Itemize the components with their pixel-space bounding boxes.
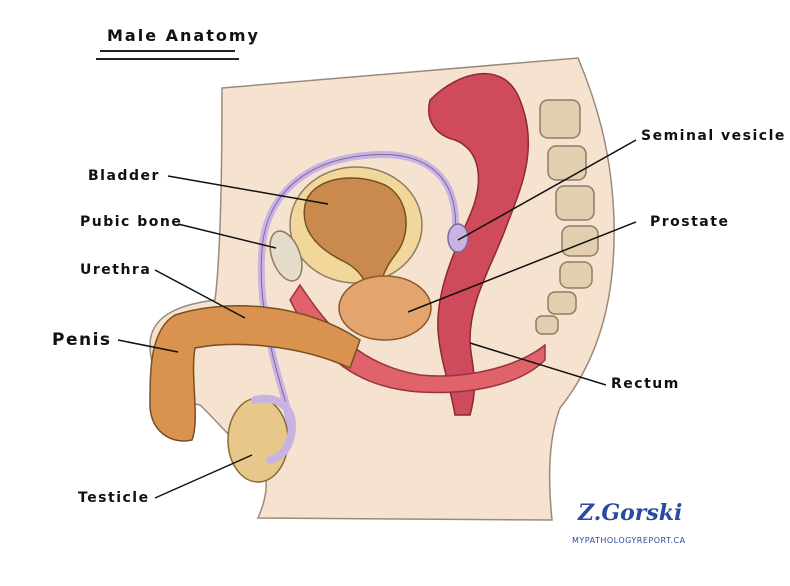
page-title: Male Anatomy [107, 26, 260, 45]
leader-seminal-vesicle [457, 139, 637, 241]
vertebra [547, 145, 587, 181]
leader-testicle [154, 454, 253, 499]
vertebrae [535, 99, 599, 335]
leader-penis [117, 339, 179, 353]
label-pubic-bone: Pubic bone [80, 214, 183, 230]
vertebra [547, 291, 577, 315]
testicle-shape [227, 397, 289, 483]
title-underline [100, 50, 235, 52]
vertebra [555, 185, 595, 221]
leader-bladder [167, 175, 329, 205]
leader-urethra [154, 269, 246, 319]
epididymis [251, 394, 297, 464]
urethra-tube [289, 283, 546, 394]
vertebra [535, 315, 559, 335]
vertebra [539, 99, 581, 139]
prostate-shape [338, 275, 432, 341]
penis-shape [149, 305, 361, 442]
label-urethra: Urethra [80, 262, 152, 278]
label-prostate: Prostate [650, 214, 730, 230]
artist-signature: Z.Gorski [578, 500, 683, 526]
rectum-shape [428, 73, 530, 416]
signature-url: MYPATHOLOGYREPORT.CA [572, 536, 686, 545]
leader-pubic-bone [177, 223, 277, 249]
label-seminal-vesicle: Seminal vesicle [641, 128, 786, 144]
label-penis: Penis [52, 330, 112, 350]
leader-lines [117, 139, 637, 499]
pubic-bone-shape [269, 230, 303, 282]
label-testicle: Testicle [78, 490, 150, 506]
title-underline [96, 58, 239, 60]
label-rectum: Rectum [611, 376, 680, 392]
vertebra [559, 261, 593, 289]
label-bladder: Bladder [88, 168, 160, 184]
bladder-shape [303, 177, 407, 301]
seminal-vesicle-shape [447, 223, 469, 253]
vertebra [561, 225, 599, 257]
leader-rectum [469, 342, 607, 386]
leader-prostate [407, 221, 637, 313]
